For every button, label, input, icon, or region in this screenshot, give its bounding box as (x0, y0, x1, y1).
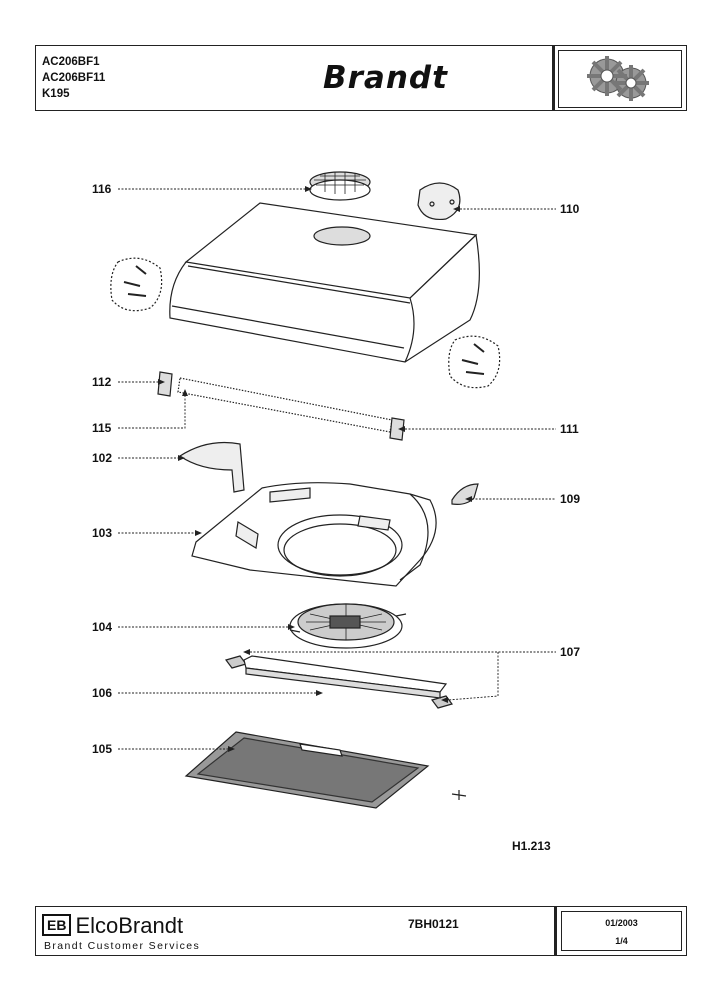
gears-logo-box (552, 46, 686, 110)
company-label: ElcoBrandt (75, 913, 184, 938)
part-109-clip (451, 483, 479, 505)
part-105-filter (184, 731, 430, 809)
part-104-fan (289, 603, 407, 649)
model-list: AC206BF1 AC206BF11 K195 (42, 54, 105, 102)
drawing-reference: H1.213 (512, 839, 551, 853)
part-label-105: 105 (92, 742, 113, 756)
part-label-106: 106 (92, 686, 113, 700)
part-label-115: 115 (92, 421, 112, 435)
part-115-strip (157, 371, 405, 441)
part-label-104: 104 (92, 620, 113, 634)
part-label-109: 109 (560, 492, 581, 506)
leader-lines (118, 188, 556, 750)
header-box: AC206BF1 AC206BF11 K195 Brandt (35, 45, 687, 111)
model-code: K195 (42, 88, 70, 100)
part-label-112: 112 (92, 375, 112, 389)
model-code: AC206BF11 (42, 72, 106, 84)
document-date: 01/2003 (605, 918, 638, 928)
company-subtitle: Brandt Customer Services (44, 940, 201, 952)
gears-icon (587, 56, 649, 101)
part-110-cover (417, 182, 461, 221)
part-label-103: 103 (92, 526, 113, 540)
screw-inset-right (448, 335, 501, 389)
date-page-box: 01/2003 1/4 (554, 907, 686, 955)
part-106-plate (243, 655, 448, 699)
part-label-102: 102 (92, 451, 113, 465)
document-reference: 7BH0121 (408, 917, 459, 931)
part-label-107: 107 (560, 645, 581, 659)
part-103-housing (191, 482, 437, 587)
hood-body (169, 202, 480, 363)
brand-logo: Brandt (323, 60, 448, 96)
screw-icon (451, 790, 467, 800)
model-code: AC206BF1 (42, 56, 100, 68)
part-116-grille (309, 171, 371, 201)
part-label-116: 116 (92, 182, 112, 196)
screw-inset-left (110, 257, 163, 312)
elcobrandt-logo-icon: EB (42, 914, 72, 936)
part-label-111: 111 (560, 422, 579, 436)
part-102-bracket (178, 441, 245, 493)
part-label-110: 110 (560, 202, 580, 216)
page-number: 1/4 (615, 936, 628, 946)
